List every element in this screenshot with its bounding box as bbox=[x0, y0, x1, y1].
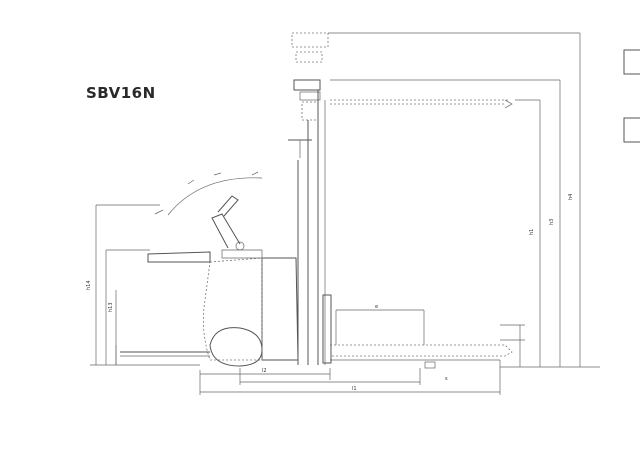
raised-fork bbox=[330, 99, 513, 109]
right-edge-boxes bbox=[623, 49, 640, 143]
label-h14: h14 bbox=[86, 280, 92, 290]
label-e: e bbox=[375, 304, 378, 310]
bottom-dimensions bbox=[199, 360, 501, 395]
right-dimensions bbox=[328, 32, 600, 368]
tiller-angle-arc bbox=[154, 171, 263, 216]
label-s: s bbox=[445, 376, 448, 382]
label-h3: h3 bbox=[549, 219, 555, 225]
left-dimensions bbox=[90, 204, 200, 366]
label-l2: l2 bbox=[262, 368, 267, 374]
model-title: SBV16N bbox=[86, 84, 156, 102]
mast bbox=[297, 90, 332, 365]
label-l1: l1 bbox=[352, 386, 357, 392]
label-h4: h4 bbox=[568, 194, 574, 200]
label-h13: h13 bbox=[108, 302, 114, 312]
tiller-handle bbox=[147, 195, 245, 263]
lowered-fork bbox=[330, 344, 513, 369]
chassis bbox=[202, 249, 299, 367]
platform bbox=[120, 351, 210, 357]
load-centre bbox=[335, 309, 425, 345]
label-h1: h1 bbox=[529, 229, 535, 235]
